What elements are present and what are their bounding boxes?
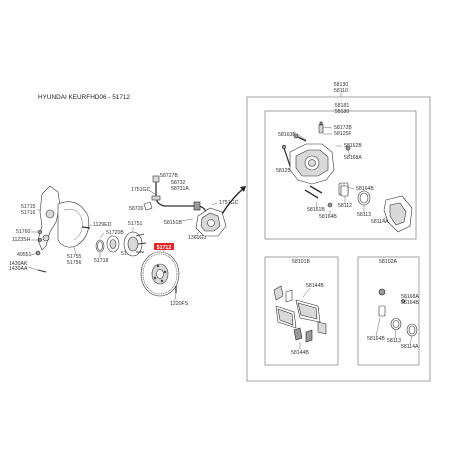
detail-pointer-arrow [221, 187, 245, 215]
label-58110[interactable]: 58110 [334, 88, 348, 94]
pad-clip-upper[interactable] [273, 285, 293, 303]
label-1430ak[interactable]: 1430AK [9, 261, 28, 267]
bolt-1129ed[interactable] [81, 226, 91, 229]
bolt-58125[interactable] [281, 144, 291, 167]
brake-disc[interactable] [140, 251, 180, 297]
label-58162b[interactable]: 58162B [344, 143, 362, 149]
bleeder-screw[interactable] [318, 121, 324, 134]
label-58112[interactable]: 58112 [338, 203, 352, 209]
label-51751[interactable]: 51751 [128, 221, 143, 227]
dust-cover[interactable] [57, 201, 90, 248]
brake-pad-outer[interactable] [275, 305, 297, 329]
label-58180[interactable]: 58180 [335, 109, 350, 115]
label-51716[interactable]: 51716 [21, 210, 36, 216]
label-58114a-bot[interactable]: 58114A [401, 344, 419, 350]
wheel-hub[interactable] [123, 231, 147, 257]
label-58102a[interactable]: 58102A [379, 259, 397, 265]
label-58114a-top[interactable]: 58114A [371, 219, 389, 225]
label-58113-top[interactable]: 58113 [357, 212, 371, 218]
label-58125f[interactable]: 58125F [334, 131, 352, 137]
seal-kit-ring-large[interactable] [406, 323, 418, 337]
label-58164b-bot[interactable]: 58164B [367, 336, 385, 342]
label-51720b[interactable]: 51720B [106, 230, 124, 236]
label-58130[interactable]: 58130 [334, 82, 349, 88]
label-1123sh[interactable]: 1123SH [12, 237, 31, 243]
label-51755[interactable]: 51755 [67, 254, 82, 260]
front-caliper-assembly[interactable] [195, 207, 227, 237]
label-1360gj[interactable]: 1360GJ [188, 235, 207, 241]
seal-kit-boot[interactable] [378, 305, 386, 317]
label-58144b-a[interactable]: 58144B [306, 283, 324, 289]
label-58101b[interactable]: 58101B [292, 259, 310, 265]
brake-pad-inner[interactable] [295, 299, 321, 323]
steering-knuckle[interactable] [37, 185, 61, 251]
label-58164b-mid[interactable]: 58164B [319, 214, 337, 220]
label-58168a-bot[interactable]: 58168A [401, 294, 419, 300]
snap-ring-51718[interactable] [95, 239, 105, 253]
label-58163b[interactable]: 58163B [278, 132, 296, 138]
label-58161b[interactable]: 58161B [307, 207, 325, 213]
label-58726[interactable]: 58726 [129, 206, 144, 212]
guide-pins-lower[interactable] [304, 185, 333, 208]
label-1751gc-a[interactable]: 1751GC [131, 187, 151, 193]
seal-kit-ring-small[interactable] [390, 318, 402, 330]
label-1430aa[interactable]: 1430AA [9, 266, 28, 272]
label-49551[interactable]: 49551 [17, 252, 32, 258]
label-58151b[interactable]: 58151B [164, 220, 182, 226]
caliper-subassembly-frame [264, 110, 417, 240]
label-1220fs[interactable]: 1220FS [170, 301, 189, 307]
label-58731a[interactable]: 58731A [171, 186, 189, 192]
pad-kit-frame [264, 256, 339, 366]
label-58172b[interactable]: 58172B [334, 125, 352, 131]
seal-kit-pin[interactable] [401, 299, 405, 303]
label-58113-bot[interactable]: 58113 [387, 338, 401, 344]
label-58144b-b[interactable]: 58144B [291, 350, 309, 356]
label-51715[interactable]: 51715 [21, 204, 36, 210]
label-51718[interactable]: 51718 [94, 258, 109, 264]
label-51756[interactable]: 51756 [67, 260, 82, 266]
bearing-51720b[interactable] [106, 235, 120, 253]
label-58181[interactable]: 58181 [335, 103, 350, 109]
caliper-body[interactable] [289, 143, 335, 185]
seal-kit-frame [357, 256, 420, 366]
guide-pin-bolt-upper[interactable] [293, 133, 307, 142]
highlight-51712[interactable] [154, 243, 174, 250]
label-58168a-top[interactable]: 58168A [344, 155, 362, 161]
seal-kit-cap[interactable] [378, 288, 386, 296]
label-58727b[interactable]: 58727B [160, 173, 178, 179]
label-58125[interactable]: 58125 [276, 168, 291, 174]
label-58732[interactable]: 58732 [171, 180, 186, 186]
brake-hose[interactable] [151, 175, 207, 213]
caliper-assembly-frame [246, 96, 431, 382]
piston-58112[interactable] [340, 185, 349, 197]
label-51760[interactable]: 51760 [16, 229, 31, 235]
pad-shims-lower[interactable] [293, 321, 327, 343]
piston-seal-58113[interactable] [357, 190, 371, 206]
knuckle-bolts[interactable] [35, 230, 47, 273]
label-51712[interactable]: 51712 [157, 245, 172, 251]
label-1129ed[interactable]: 1129ED [93, 222, 112, 228]
diagram-title: HYUNDAI KEURFHD06 - 51712 [38, 94, 130, 101]
label-58164b-bot-right[interactable]: 58164B [401, 300, 419, 306]
hose-clip-58726[interactable] [143, 201, 153, 211]
label-1751gc-b[interactable]: 1751GC [219, 200, 239, 206]
label-58164b-top[interactable]: 58164B [356, 186, 374, 192]
cap-58168a[interactable] [345, 145, 351, 151]
caliper-bracket-58114a[interactable] [383, 195, 413, 233]
